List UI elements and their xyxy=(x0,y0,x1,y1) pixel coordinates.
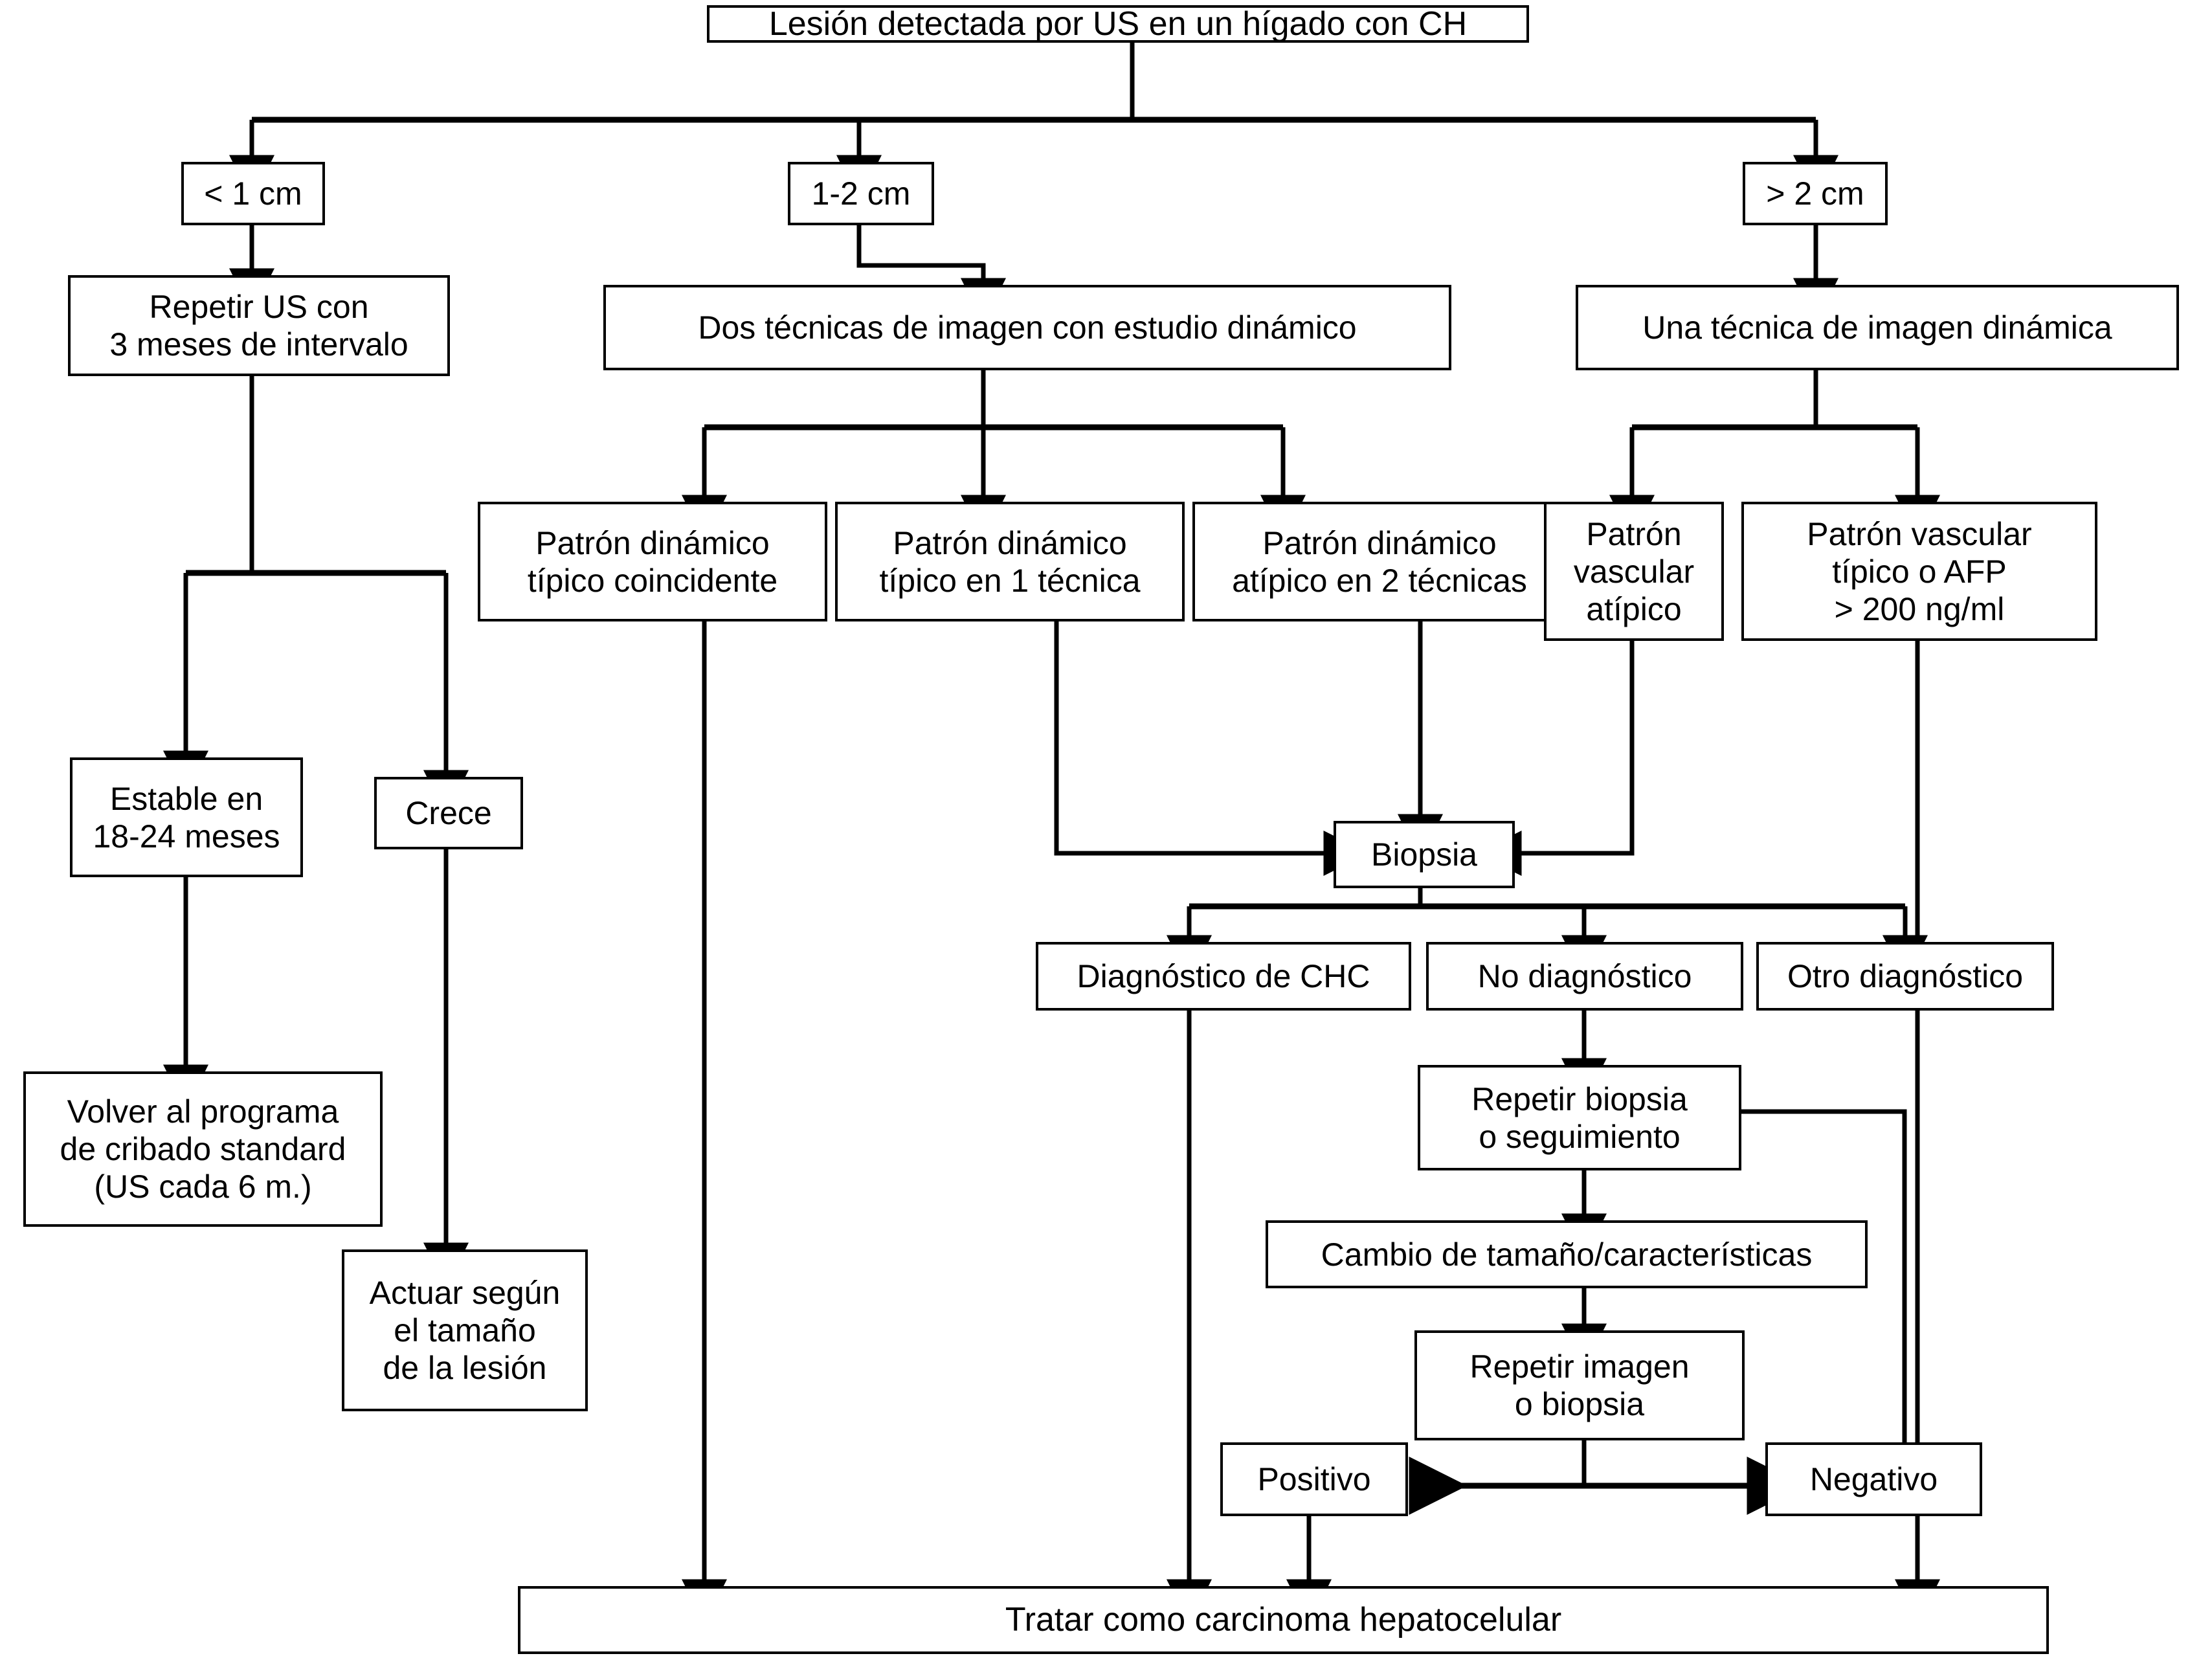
node-size-1-2cm[interactable]: 1-2 cm xyxy=(788,162,934,225)
node-cambio-tamano-caracteristicas[interactable]: Cambio de tamaño/características xyxy=(1266,1220,1868,1288)
node-tratar-carcinoma-hepatocelular[interactable]: Tratar como carcinoma hepatocelular xyxy=(518,1586,2049,1654)
node-size-lt-1cm[interactable]: < 1 cm xyxy=(181,162,325,225)
node-patron-tipico-coincidente[interactable]: Patrón dinámico típico coincidente xyxy=(478,502,827,621)
node-patron-vascular-atipico[interactable]: Patrón vascular atípico xyxy=(1544,502,1724,641)
node-actuar-segun-tamano[interactable]: Actuar según el tamaño de la lesión xyxy=(342,1249,588,1411)
node-repetir-imagen-biopsia[interactable]: Repetir imagen o biopsia xyxy=(1414,1330,1745,1440)
node-negativo[interactable]: Negativo xyxy=(1765,1442,1982,1516)
node-patron-vascular-tipico-afp[interactable]: Patrón vascular típico o AFP > 200 ng/ml xyxy=(1741,502,2097,641)
node-root[interactable]: Lesión detectada por US en un hígado con… xyxy=(707,5,1529,43)
node-positivo[interactable]: Positivo xyxy=(1220,1442,1408,1516)
node-dos-tecnicas[interactable]: Dos técnicas de imagen con estudio dinám… xyxy=(603,285,1451,370)
node-repetir-us[interactable]: Repetir US con 3 meses de intervalo xyxy=(68,275,450,376)
node-patron-tipico-1-tecnica[interactable]: Patrón dinámico típico en 1 técnica xyxy=(835,502,1185,621)
node-diagnostico-chc[interactable]: Diagnóstico de CHC xyxy=(1036,942,1411,1011)
node-crece[interactable]: Crece xyxy=(374,777,523,849)
node-no-diagnostico[interactable]: No diagnóstico xyxy=(1426,942,1743,1011)
node-una-tecnica[interactable]: Una técnica de imagen dinámica xyxy=(1576,285,2179,370)
node-otro-diagnostico[interactable]: Otro diagnóstico xyxy=(1756,942,2054,1011)
node-size-gt-2cm[interactable]: > 2 cm xyxy=(1743,162,1888,225)
node-biopsia[interactable]: Biopsia xyxy=(1334,821,1515,888)
node-patron-atipico-2-tecnicas[interactable]: Patrón dinámico atípico en 2 técnicas xyxy=(1192,502,1567,621)
node-volver-programa-cribado[interactable]: Volver al programa de cribado standard (… xyxy=(23,1071,383,1227)
node-repetir-biopsia-seguimiento[interactable]: Repetir biopsia o seguimiento xyxy=(1418,1065,1741,1170)
node-estable-18-24-meses[interactable]: Estable en 18-24 meses xyxy=(70,757,303,877)
